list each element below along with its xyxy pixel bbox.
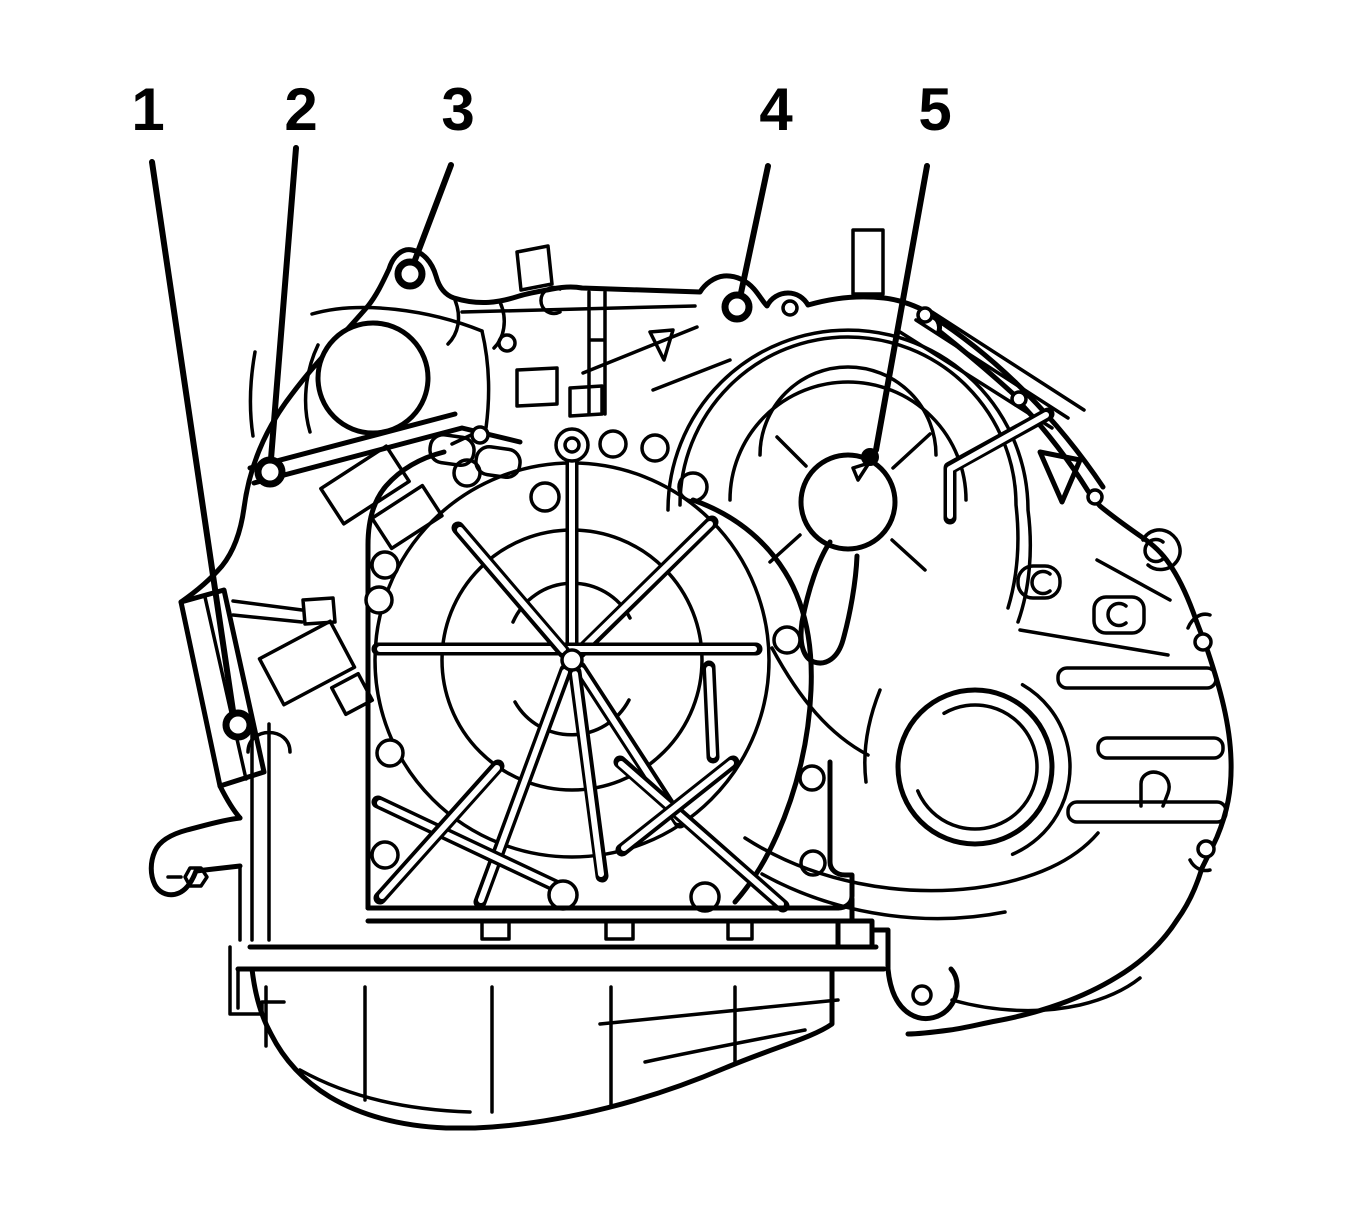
connector-block <box>319 444 411 526</box>
callout-4-label: 4 <box>759 76 793 143</box>
callout-3: 3 <box>394 76 475 290</box>
callout-4-target-ring <box>721 291 753 323</box>
front-flange <box>247 285 562 488</box>
callout-5-label: 5 <box>918 76 951 143</box>
rib <box>1056 666 1218 690</box>
callout-2: 2 <box>254 76 318 488</box>
callout-2-label: 2 <box>284 76 317 143</box>
pan-body <box>249 966 835 1131</box>
clip-mark-c <box>1030 569 1052 596</box>
callout-5-leader-line <box>873 163 930 453</box>
clip-mark-c <box>1143 537 1165 564</box>
oil-pan <box>228 896 1142 1131</box>
callout-4: 4 <box>721 76 793 323</box>
callout-1-target-ring <box>222 709 254 741</box>
callout-1: 1 <box>131 76 254 741</box>
hub <box>560 648 584 672</box>
rib <box>1096 736 1225 760</box>
manual-shift-lever <box>148 815 243 898</box>
rib <box>1066 800 1228 824</box>
vent-tube <box>851 228 885 296</box>
torque-converter-housing <box>666 310 1086 666</box>
callout-4-leader-line <box>738 163 771 296</box>
range-sensor <box>257 619 357 707</box>
flange-bore <box>315 320 431 436</box>
clip-mark-c <box>1106 601 1128 628</box>
callouts: 1 2 3 4 5 <box>131 76 952 741</box>
callout-3-label: 3 <box>441 76 474 143</box>
callout-2-target-ring <box>254 456 286 488</box>
output-bore <box>895 687 1055 847</box>
callout-3-leader-line <box>412 162 454 263</box>
left-brackets <box>148 444 444 942</box>
converter-tab <box>798 539 860 666</box>
center-case-plate <box>364 427 855 941</box>
callout-1-label: 1 <box>131 76 164 143</box>
callout-3-target-ring <box>394 258 426 290</box>
callout-5: 5 <box>861 76 952 466</box>
callout-2-leader-line <box>268 145 299 462</box>
clip-mark-c <box>539 285 562 316</box>
lever-bolt <box>166 866 209 888</box>
wedge-tab <box>1037 449 1083 505</box>
shift-cable-bracket <box>587 290 607 416</box>
callout-5-target-dot <box>861 448 879 466</box>
callout-1-leader-line <box>149 159 236 714</box>
converter-bore <box>798 452 898 552</box>
top-case-details <box>446 228 934 418</box>
bell-housing <box>743 390 1228 921</box>
